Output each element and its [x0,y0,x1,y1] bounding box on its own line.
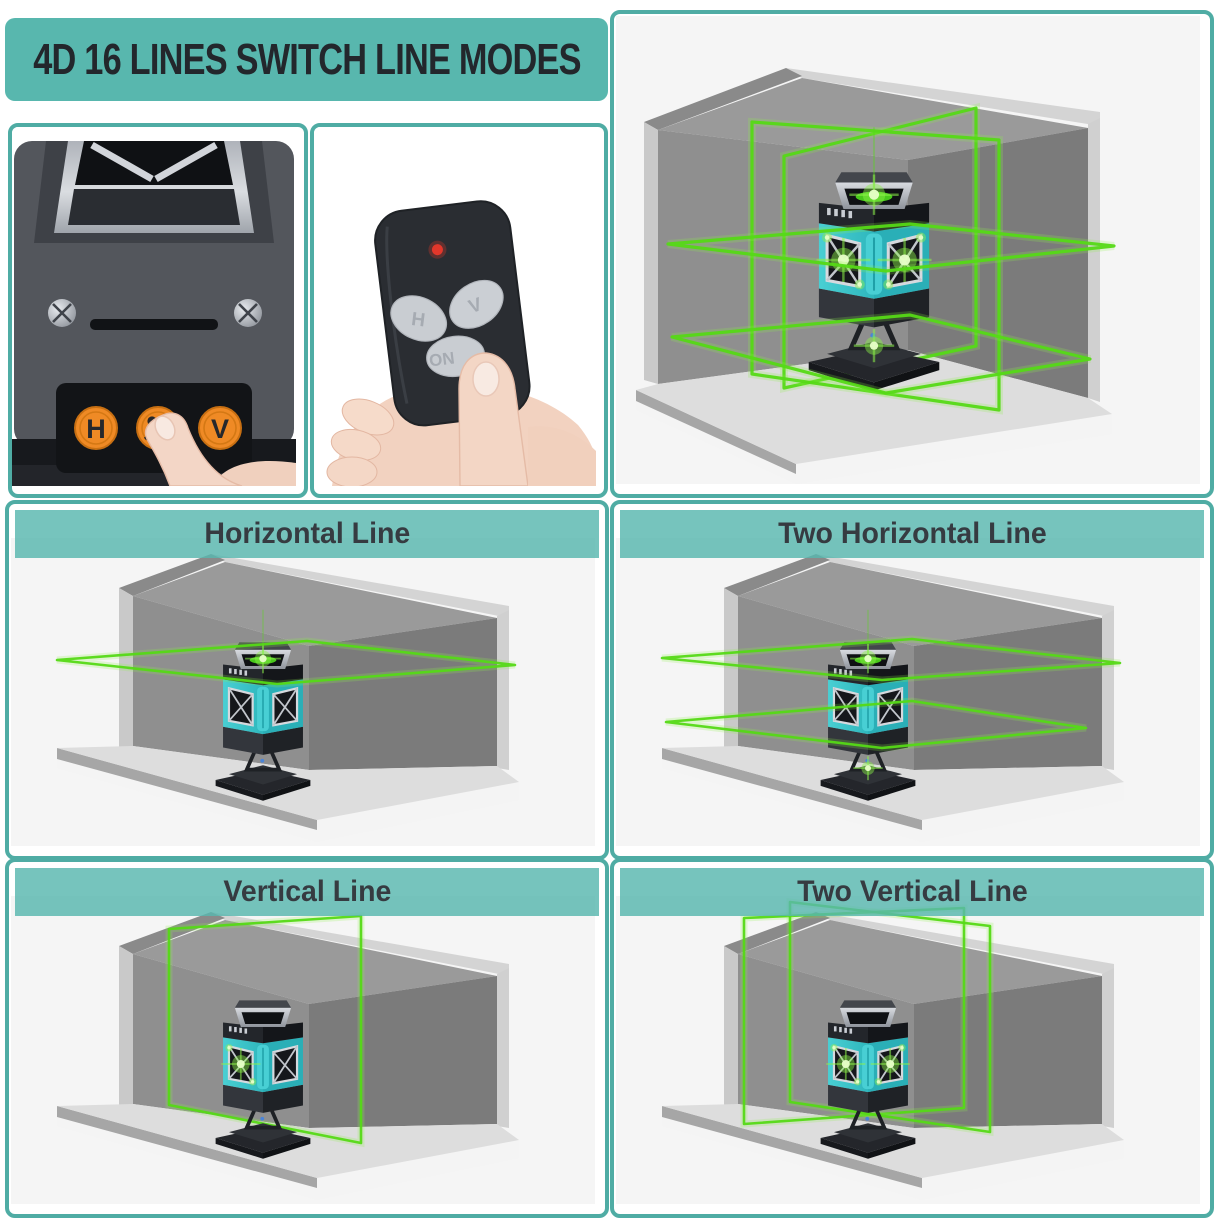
fingernail [154,415,176,441]
laser-planes-horizontal [666,219,1116,398]
svg-text:H: H [86,414,106,444]
room-scene-two-horizontal-line [616,538,1208,846]
svg-text:H: H [410,309,426,332]
room-scene-all-lines [616,16,1208,484]
screw-right [234,299,262,327]
title-text: 4D 16 LINES SWITCH LINE MODES [32,34,581,84]
laser-glow [245,643,281,674]
laser-glow [883,279,894,290]
pressing-thumb [458,352,596,486]
room-walls [57,912,519,1200]
panel-two-horizontal-line: Two Horizontal Line [610,500,1214,860]
pressing-finger [144,412,296,486]
laser-glow [849,174,899,215]
caption-bar-two-horizontal-line: Two Horizontal Line [620,510,1204,558]
room-render [616,16,1200,484]
laser-glow [874,1078,883,1086]
laser-window-top [241,1012,285,1025]
remote-in-hand-render: H V ON [314,127,596,486]
laser-level-device [215,609,311,801]
device-buttons-photo: H V [8,123,308,498]
caption-text: Two Horizontal Line [777,517,1047,550]
title-banner: 4D 16 LINES SWITCH LINE MODES [5,18,608,101]
laser-glow [221,1048,261,1080]
laser-glow [821,232,833,243]
h-button[interactable]: H [74,406,118,450]
red-indicator-led [431,244,443,256]
laser-glow [850,643,886,674]
laser-glow [853,1078,862,1086]
panel-horizontal-line: Horizontal Line [5,500,609,860]
laser-planes-horizontal [660,635,1122,752]
room-scene-two-vertical-line [616,896,1208,1204]
laser-glow [830,1044,838,1052]
room-render [11,896,595,1204]
svg-text:V: V [211,414,229,444]
laser-glow [915,232,927,243]
laser-glow [826,1048,866,1080]
laser-window-top [846,1012,890,1025]
device-buttons-render: H V [12,127,296,486]
caption-bar-horizontal-line: Horizontal Line [15,510,599,558]
screw-left [48,299,76,327]
laser-level-device [820,1000,916,1159]
x-brace-left [228,687,254,726]
room-render [616,538,1200,846]
panel-vertical-line: Vertical Line [5,858,609,1218]
laser-level-device [820,609,916,801]
x-brace-right [272,687,298,726]
laser-glow [898,1044,906,1052]
panel-all-line-modes [610,10,1214,498]
remote-h-button[interactable]: H [379,281,458,356]
laser-glow [248,1078,257,1086]
caption-text: Horizontal Line [204,517,410,550]
x-brace-right [272,1045,298,1084]
indicator-dot [260,758,265,763]
room-render [616,896,1200,1204]
indicator-dot [260,1116,265,1121]
remote-v-button[interactable]: V [437,268,515,340]
laser-level-device [215,1000,311,1159]
laser-glow [870,1048,910,1080]
svg-text:ON: ON [428,348,456,370]
laser-planes-vertical [165,912,365,1148]
battery-slit [90,319,218,330]
laser-glow [854,279,865,290]
caption-bar-vertical-line: Vertical Line [15,868,599,916]
room-scene-horizontal-line [11,538,603,846]
room-render [11,538,595,846]
thumbnail [472,361,500,397]
x-brace-top [90,141,218,183]
laser-planes-vertical [748,102,1003,415]
remote-control-photo: H V ON [310,123,608,498]
panel-two-vertical-line: Two Vertical Line [610,858,1214,1218]
laser-glow [225,1044,233,1052]
room-scene-vertical-line [11,896,603,1204]
caption-text: Vertical Line [223,875,391,908]
laser-planes-horizontal [55,637,517,688]
v-button[interactable]: V [198,406,242,450]
x-brace-right [877,687,903,726]
indicator-dot [865,1116,870,1121]
laser-glow [853,329,895,363]
caption-bar-two-vertical-line: Two Vertical Line [620,868,1204,916]
caption-text: Two Vertical Line [796,875,1028,908]
laser-glow [853,756,883,781]
laser-glow [877,237,932,283]
